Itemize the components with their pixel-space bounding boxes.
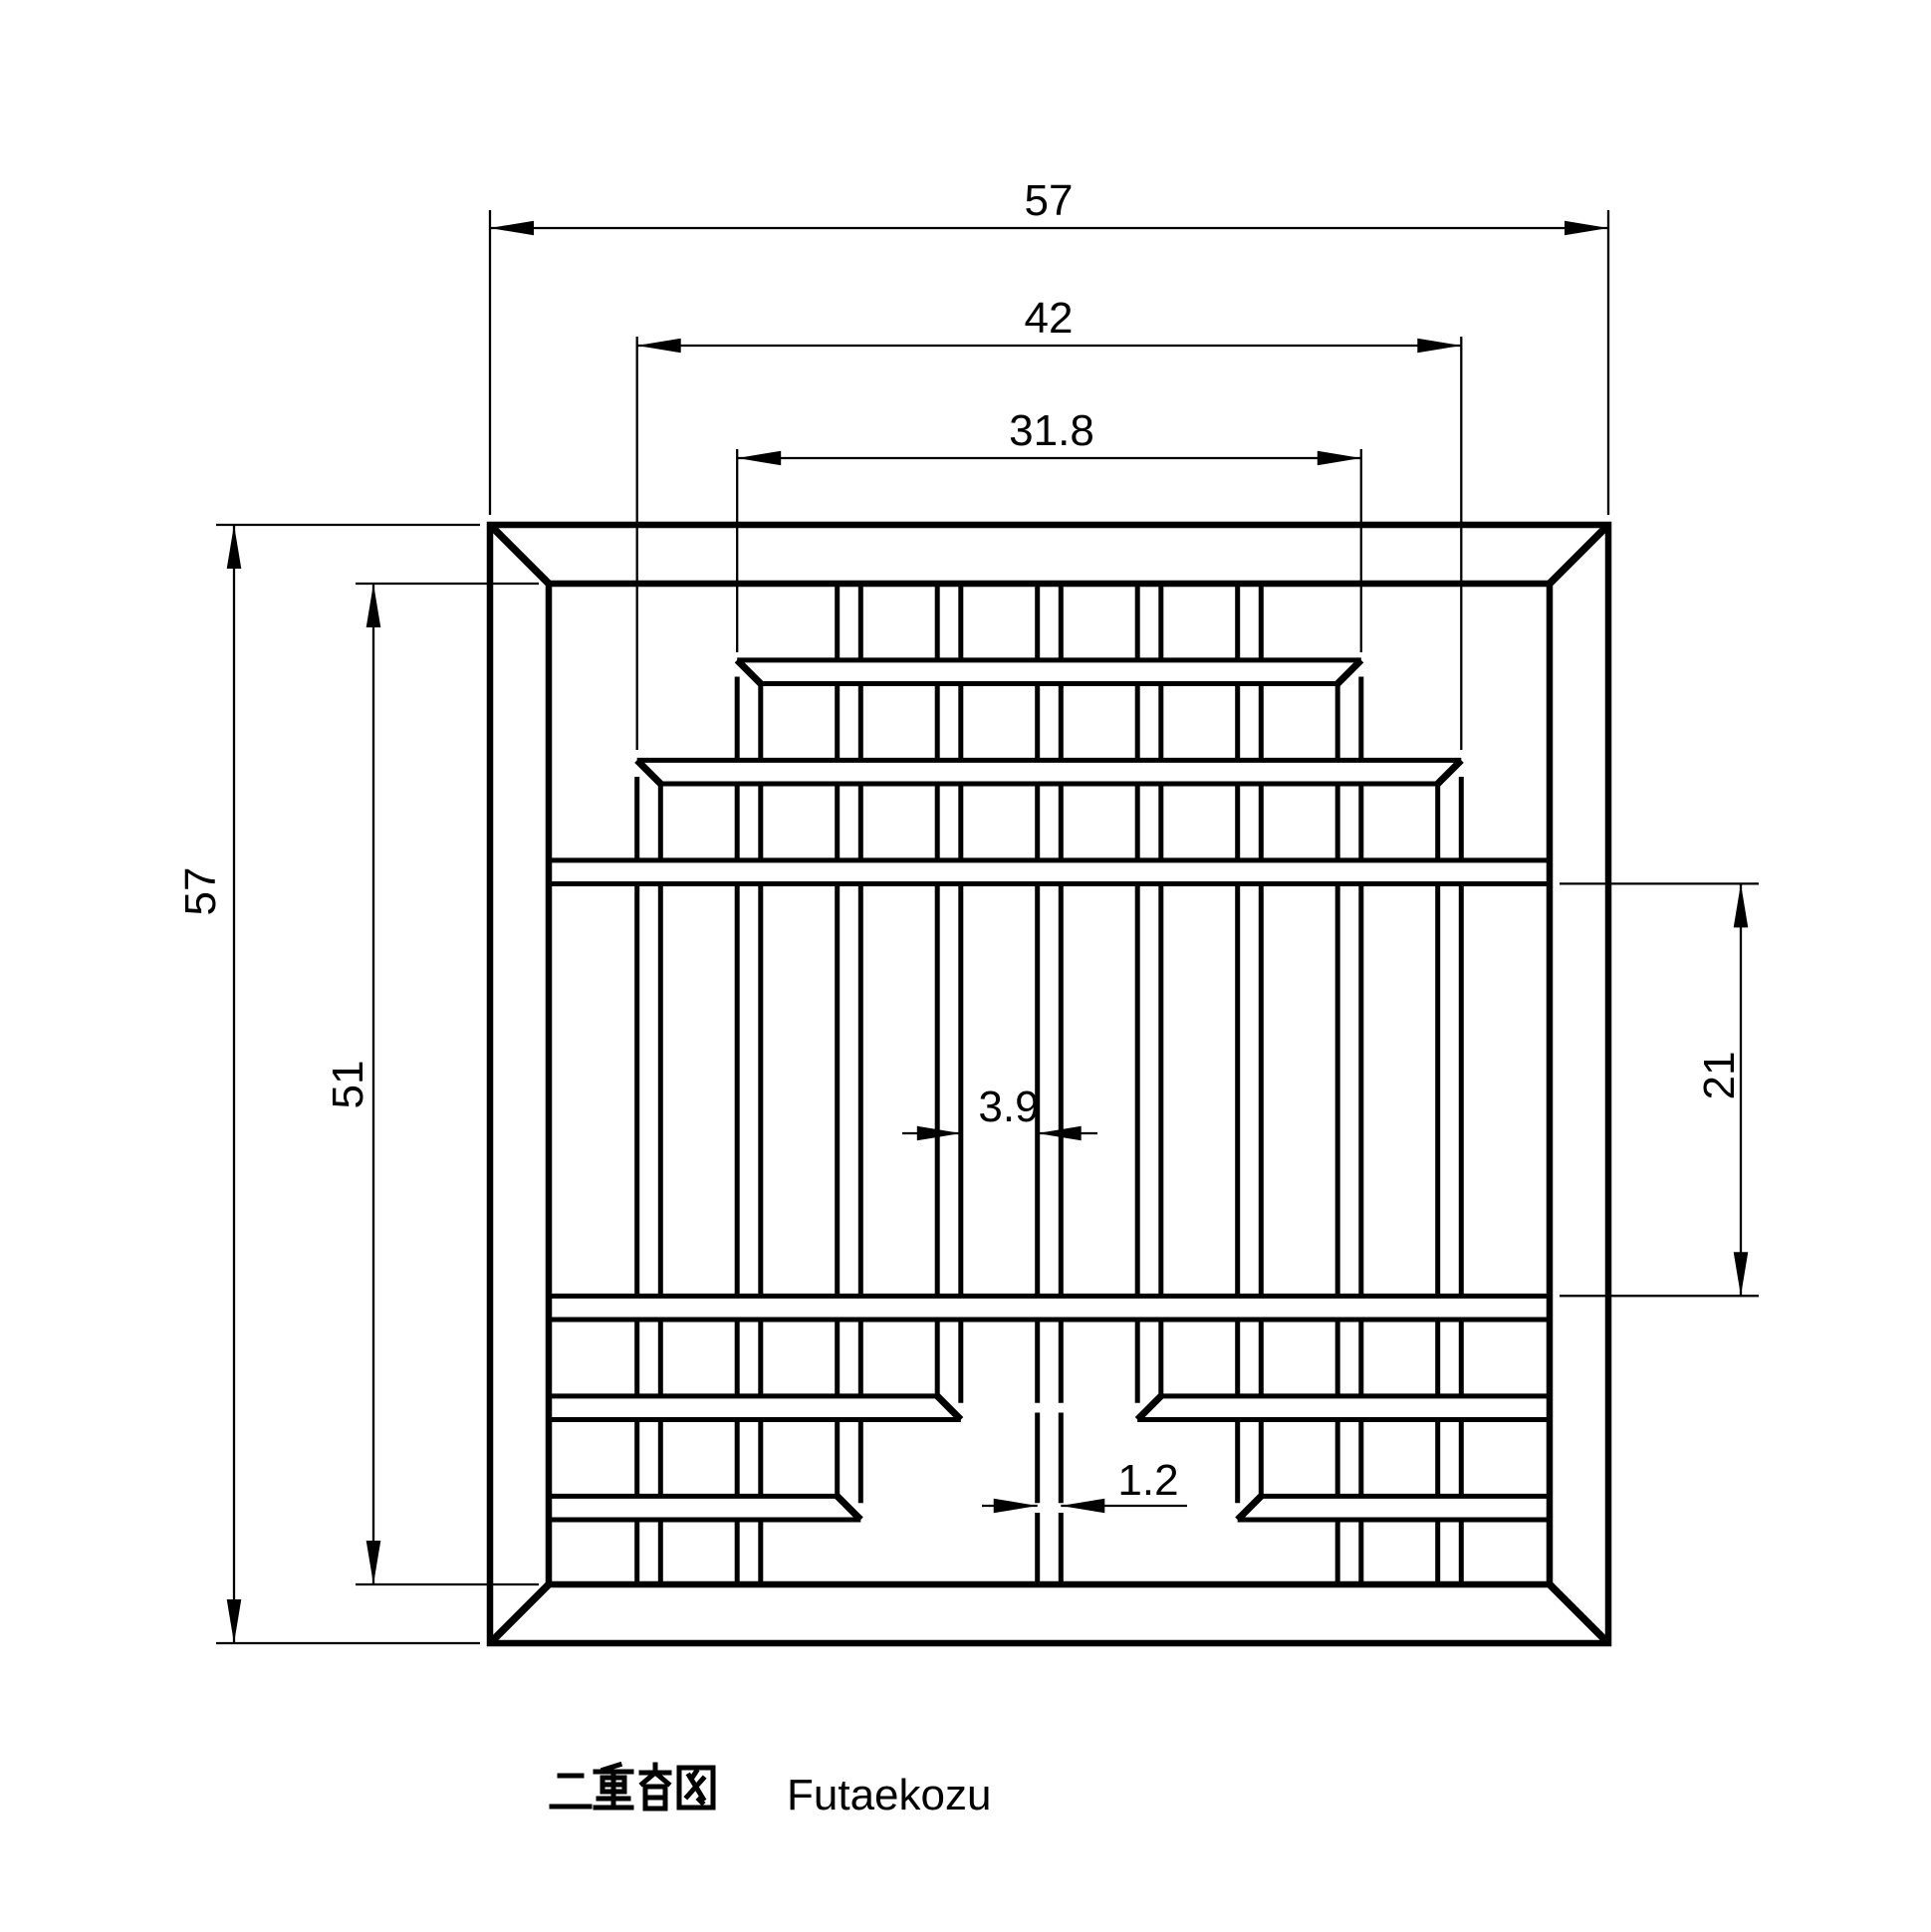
frame-mitre-joints — [487, 522, 1611, 1646]
dimension-outer-height-left — [216, 523, 480, 1645]
label-outer-width: 57 — [1025, 176, 1074, 225]
kanji-ju — [593, 1761, 634, 1811]
caption-romaji: Futaekozu — [787, 1771, 991, 1819]
label-top-bar: 31.8 — [1009, 406, 1094, 455]
dimension-middle-bar-42 — [635, 337, 1463, 750]
lattice-vertical-slats — [634, 580, 1464, 1588]
label-outer-height: 57 — [176, 867, 225, 916]
dimension-labels: 57 42 31.8 57 51 21 3.9 1.2 — [176, 176, 1744, 1505]
kanji-zu — [676, 1765, 716, 1811]
label-slat-width: 1.2 — [1117, 1456, 1178, 1505]
kanji-ni — [549, 1773, 593, 1810]
dimension-slat-width-1-2 — [982, 1498, 1187, 1514]
dimension-slat-gap-3-9 — [902, 1125, 1097, 1141]
frame-inner-edge — [545, 580, 1554, 1588]
label-center-band: 21 — [1695, 1052, 1744, 1100]
label-slat-gap: 3.9 — [978, 1083, 1039, 1131]
caption: Futaekozu — [549, 1761, 991, 1819]
caption-kanji — [549, 1761, 716, 1811]
kanji-kou — [638, 1762, 672, 1811]
dimension-annotations — [216, 210, 1759, 1645]
extension-lines — [1560, 882, 1759, 1298]
panel-frame — [486, 521, 1612, 1647]
extension-lines — [635, 337, 1463, 750]
frame-outer-edge — [486, 521, 1612, 1647]
extension-lines — [736, 449, 1362, 652]
arrowheads — [993, 1498, 1105, 1514]
frame-face — [490, 525, 1608, 1643]
dimension-inner-height-51 — [356, 582, 539, 1586]
dimension-center-band-21 — [1560, 882, 1759, 1298]
arrowheads — [1733, 883, 1749, 1297]
extension-lines — [216, 523, 480, 1645]
label-inner-height: 51 — [324, 1061, 372, 1109]
dimension-top-bar-31-8 — [736, 449, 1362, 652]
lattice-horizontal-bars — [549, 657, 1550, 1523]
label-middle-bar: 42 — [1025, 294, 1074, 343]
dimension-outer-width-top — [488, 210, 1610, 515]
arrowheads — [916, 1125, 1082, 1141]
extension-lines — [488, 210, 1610, 515]
extension-lines — [356, 582, 539, 1586]
